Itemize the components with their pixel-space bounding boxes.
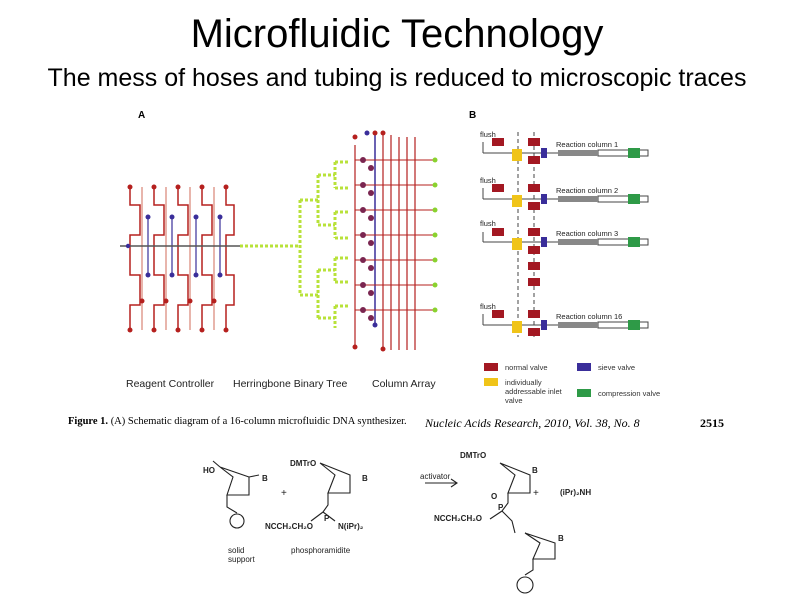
reaction-column-label-16: Reaction column 16 <box>556 312 623 321</box>
citation: Nucleic Acids Research, 2010, Vol. 38, N… <box>425 416 640 430</box>
flush-label-1: flush <box>480 130 496 139</box>
figure-caption: Figure 1. (A) Schematic diagram of a 16-… <box>68 416 407 427</box>
reaction-label-b3: B <box>532 466 538 475</box>
legend-compression-valve: compression valve <box>577 389 660 398</box>
reaction-label-ipr2nh: (iPr)₂NH <box>560 488 592 497</box>
reaction-label-p2: P <box>498 503 504 512</box>
slide-subtitle: The mess of hoses and tubing is reduced … <box>47 64 747 92</box>
reaction-label-activator: activator <box>420 472 451 481</box>
reaction-label-b1: B <box>262 474 268 483</box>
flush-label-2: flush <box>480 176 496 185</box>
herringbone-binary-tree-diagram <box>240 160 350 328</box>
reaction-label-dmtro1: DMTrO <box>290 459 317 468</box>
reaction-column-label-3: Reaction column 3 <box>556 229 619 238</box>
reaction-column-label-2: Reaction column 2 <box>556 186 619 195</box>
reaction-label-o-link: O <box>491 492 498 501</box>
legend-label: sieve valve <box>598 363 636 372</box>
reaction-label-nipr2: N(iPr)₂ <box>338 522 364 531</box>
figure-caption-text: (A) Schematic diagram of a 16-column mic… <box>110 416 407 427</box>
reaction-column-label-1: Reaction column 1 <box>556 140 619 149</box>
column-array-diagram <box>352 130 438 352</box>
reaction-label-plus1: + <box>281 488 287 499</box>
panel-b-label: B <box>469 110 477 121</box>
legend-swatch <box>484 378 498 386</box>
figure-caption-prefix: Figure 1. <box>68 416 109 427</box>
panel-a-label: A <box>138 110 146 121</box>
reaction-label-ncch2ch2o-2: NCCH₂CH₂O <box>434 514 482 523</box>
legend-swatch <box>484 363 498 371</box>
legend-sieve-valve: sieve valve <box>577 363 635 372</box>
caption-column-array: Column Array <box>372 378 436 390</box>
reagent-controller-diagram <box>120 184 240 333</box>
flush-label-3: flush <box>480 219 496 228</box>
legend-swatch <box>577 389 591 397</box>
caption-reagent-controller: Reagent Controller <box>126 378 215 390</box>
reaction-label-b2: B <box>362 474 368 483</box>
reaction-label-dmtro2: DMTrO <box>460 451 487 460</box>
reaction-label-ho: HO <box>203 466 215 475</box>
flush-label-16: flush <box>480 302 496 311</box>
reaction-label-p1: P <box>324 514 330 523</box>
caption-herringbone-tree: Herringbone Binary Tree <box>233 378 348 390</box>
reaction-label-ncch2ch2o-1: NCCH₂CH₂O <box>265 522 313 531</box>
legend-inlet-valve: individually addressable inlet valve <box>484 378 564 405</box>
legend-label: individually addressable inlet valve <box>505 378 562 405</box>
page-number: 2515 <box>700 416 724 430</box>
legend-label: compression valve <box>598 389 661 398</box>
reaction-label-plus2: + <box>533 488 539 499</box>
reaction-scheme-drawing <box>212 460 556 594</box>
legend-label: normal valve <box>505 363 548 372</box>
legend-normal-valve: normal valve <box>484 363 548 372</box>
reaction-label-phosphoramidite: phosphoramidite <box>291 546 351 555</box>
reaction-columns-diagram <box>482 132 649 337</box>
legend-swatch <box>577 363 591 371</box>
reaction-label-b4: B <box>558 534 564 543</box>
slide-title: Microfluidic Technology <box>190 12 604 56</box>
reaction-label-solid-support: solid support <box>228 546 255 564</box>
